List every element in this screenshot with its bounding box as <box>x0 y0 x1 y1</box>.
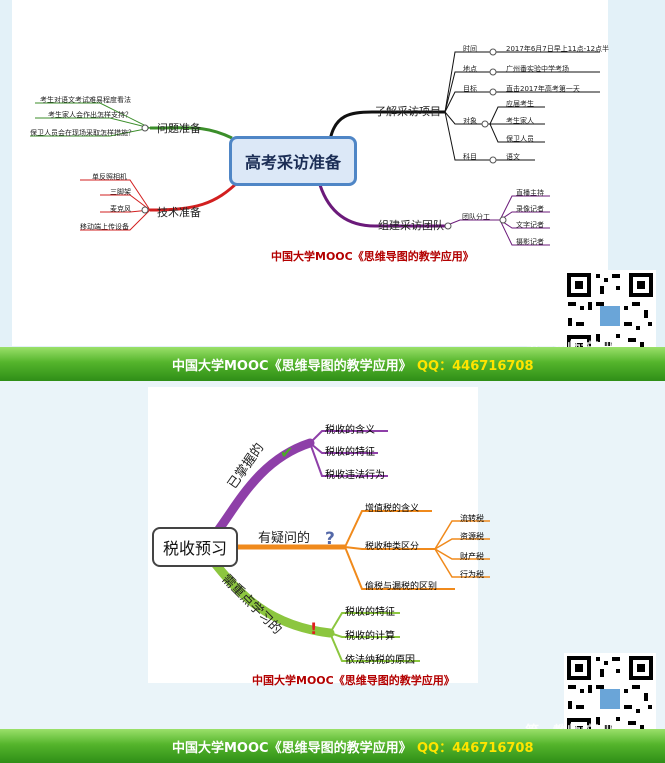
team-role: 摄影记者 <box>516 238 544 246</box>
issue-item: 考生家人会作出怎样支持？ <box>48 111 132 119</box>
central-topic: 税收预习 <box>152 527 238 567</box>
known-item: 税收违法行为 <box>325 470 385 481</box>
place-label: 地点 <box>463 65 477 73</box>
tax-type: 流转税 <box>460 514 484 523</box>
division-label: 团队分工 <box>462 213 490 221</box>
team-role: 直播主持 <box>516 189 544 197</box>
mindmap-connectors <box>30 48 600 246</box>
team-role: 文字记者 <box>516 221 544 229</box>
subject-label: 科目 <box>463 153 477 161</box>
footer-bar: 中国大学MOOC《思维导图的教学应用》 QQ：446716708 <box>0 729 665 763</box>
known-item: 税收的含义 <box>325 425 375 436</box>
exclaim-icon: ! <box>310 619 318 638</box>
issue-item: 考生对语文考试难易程度看法 <box>40 96 131 104</box>
team-role: 录像记者 <box>516 205 544 213</box>
focus-item: 税收的特征 <box>345 607 395 618</box>
central-topic-label: 高考采访准备 <box>244 153 341 172</box>
target-label: 对象 <box>463 117 477 125</box>
slide-gaokao-interview: 高考采访准备 问题准备 技术准备 了解采访项目 组建采访团队 考生对语文考试难易… <box>0 0 665 381</box>
issue-item: 保卫人员会在现场采取怎样措施？ <box>30 129 135 137</box>
branch-issues-label: 问题准备 <box>157 122 201 135</box>
tax-type: 财产税 <box>460 552 484 561</box>
time-value: 2017年6月7日早上11点-12点半 <box>506 45 610 53</box>
branch-understand-label: 了解采访项目 <box>375 105 441 118</box>
focus-item: 依法纳税的原因 <box>345 655 415 666</box>
branch-question-label: 有疑问的 <box>258 531 311 546</box>
branch-tech-label: 技术准备 <box>157 206 201 219</box>
central-topic: 高考采访准备 <box>229 136 357 186</box>
time-label: 时间 <box>463 45 477 53</box>
question-mark-icon: ? <box>325 529 335 549</box>
footer-course-text: 中国大学MOOC《思维导图的教学应用》 <box>172 741 412 756</box>
question-item: 税收种类区分 <box>365 542 420 552</box>
course-caption: 中国大学MOOC《思维导图的教学应用》 <box>252 674 455 687</box>
tech-item: 麦克风 <box>110 205 131 213</box>
target-item: 保卫人员 <box>506 135 534 143</box>
subject-value: 语文 <box>506 153 520 161</box>
check-icon: ✔ <box>280 443 294 462</box>
footer-qq: QQ：446716708 <box>417 741 534 756</box>
target-item: 考生家人 <box>506 117 534 125</box>
branch-team-label: 组建采访团队 <box>378 219 444 232</box>
footer-qq: QQ：446716708 <box>417 359 534 374</box>
tech-item: 三脚架 <box>110 188 131 196</box>
target-item: 应届考生 <box>506 100 534 108</box>
tech-item: 单反照相机 <box>92 173 127 181</box>
footer-course-text: 中国大学MOOC《思维导图的教学应用》 <box>172 359 412 374</box>
slide-tax-preview: 税收预习 已掌握的 ✔ 有疑问的 ? 需重点学习的 ! 税收的含义 税收的特征 … <box>0 381 665 763</box>
tech-item: 移动端上传设备 <box>80 223 129 231</box>
focus-item: 税收的计算 <box>345 631 395 642</box>
course-caption: 中国大学MOOC《思维导图的教学应用》 <box>271 250 474 263</box>
footer-bar: 中国大学MOOC《思维导图的教学应用》 QQ：446716708 <box>0 347 665 381</box>
place-value: 广州番实验中学考场 <box>506 65 569 73</box>
goal-label: 目标 <box>463 85 477 93</box>
tax-type: 行为税 <box>460 570 484 579</box>
central-topic-label: 税收预习 <box>162 539 227 558</box>
known-item: 税收的特征 <box>325 447 375 458</box>
goal-value: 直击2017年高考第一天 <box>506 85 580 93</box>
question-item: 偷税与漏税的区别 <box>365 582 438 592</box>
question-item: 增值税的含义 <box>365 504 420 514</box>
tax-type: 资源税 <box>460 532 484 541</box>
